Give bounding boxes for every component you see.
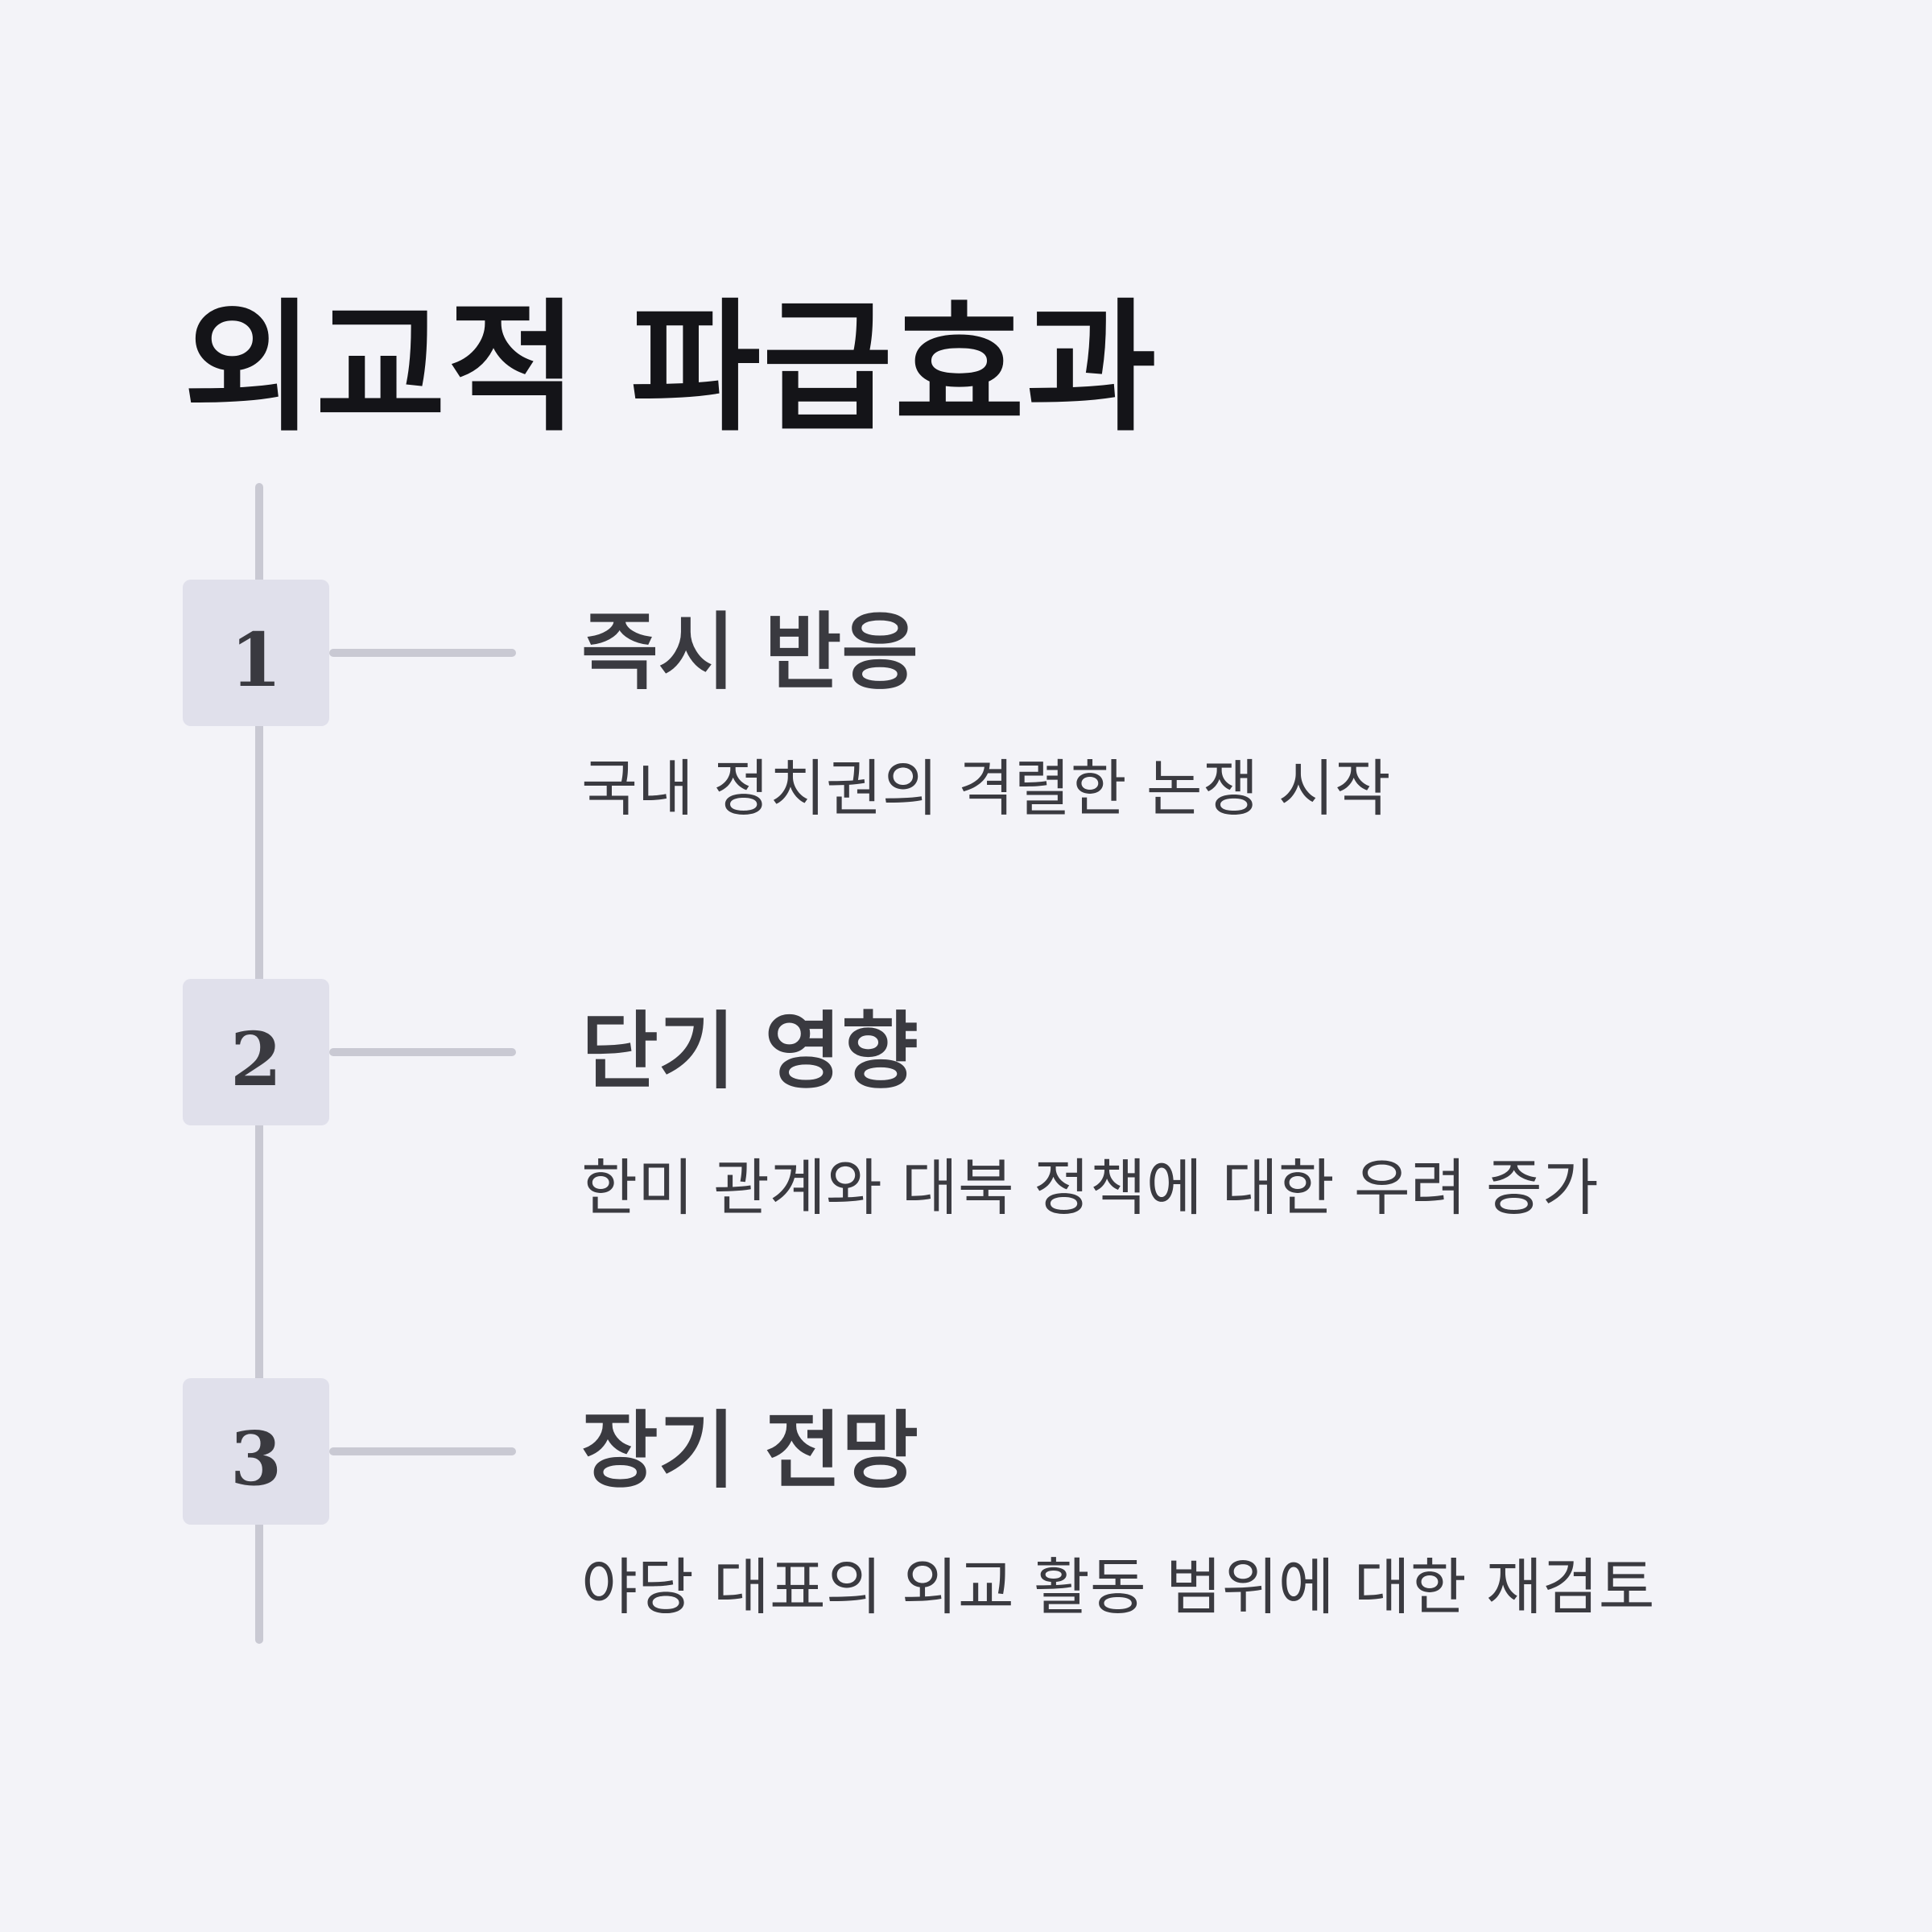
step-description: 한미 관계와 대북 정책에 대한 우려 증가	[581, 1152, 1599, 1224]
step-connector	[329, 1447, 516, 1455]
step-number: 1	[229, 617, 282, 704]
page-title: 외교적 파급효과	[184, 286, 1158, 451]
step-number: 3	[229, 1415, 282, 1502]
step-connector	[329, 649, 516, 657]
step-heading: 장기 전망	[581, 1402, 919, 1500]
step-number-badge: 3	[183, 1378, 329, 1525]
step-number-badge: 2	[183, 979, 329, 1125]
timeline-step-1: 1 즉시 반응 국내 정치권의 격렬한 논쟁 시작	[0, 580, 1932, 869]
step-connector	[329, 1048, 516, 1056]
step-number: 2	[229, 1016, 282, 1103]
step-number-badge: 1	[183, 580, 329, 726]
step-heading: 단기 영향	[581, 1002, 919, 1100]
timeline-step-2: 2 단기 영향 한미 관계와 대북 정책에 대한 우려 증가	[0, 979, 1932, 1269]
step-description: 국내 정치권의 격렬한 논쟁 시작	[581, 753, 1391, 824]
step-heading: 즉시 반응	[581, 603, 919, 701]
timeline-step-3: 3 장기 전망 야당 대표의 외교 활동 범위에 대한 재검토	[0, 1378, 1932, 1668]
step-description: 야당 대표의 외교 활동 범위에 대한 재검토	[581, 1551, 1655, 1623]
